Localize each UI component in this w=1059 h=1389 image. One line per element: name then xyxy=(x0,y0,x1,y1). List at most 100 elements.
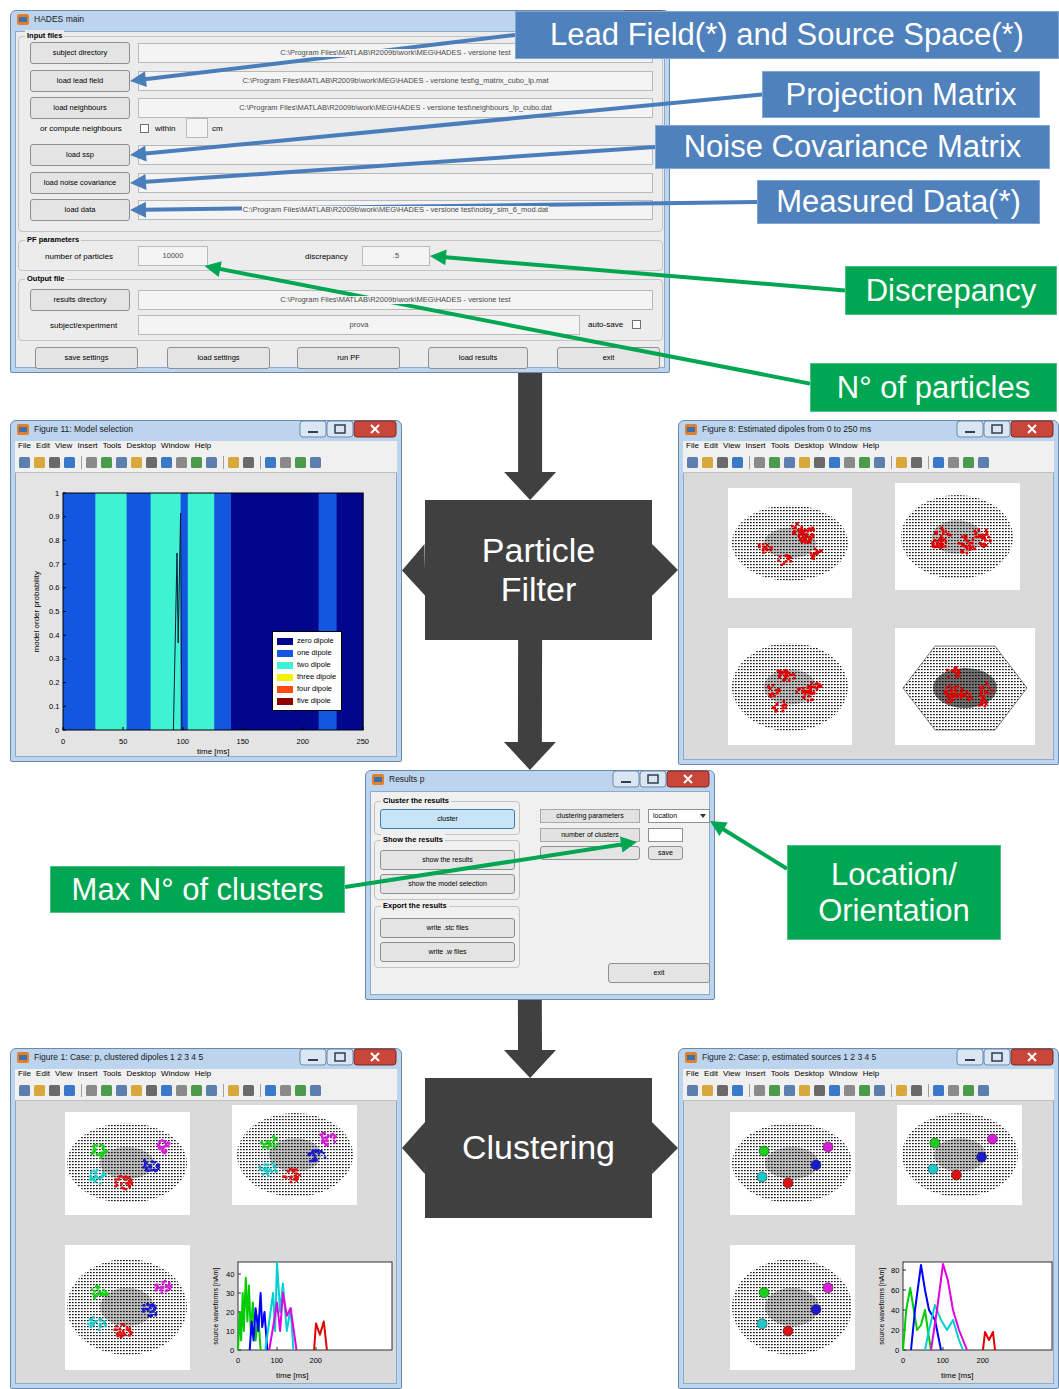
flow-arrow xyxy=(504,640,556,770)
plot-axes xyxy=(63,493,363,730)
dipole-point xyxy=(312,1151,315,1154)
toolbar-separator xyxy=(81,456,82,469)
dipole-point xyxy=(817,551,820,554)
app-icon-detail xyxy=(19,427,27,432)
dipole-point xyxy=(968,693,971,696)
tick-mark xyxy=(183,727,184,730)
dipole-point xyxy=(161,1291,164,1294)
flow-arrow xyxy=(402,544,426,596)
dipole-point xyxy=(961,549,964,552)
grid-depth xyxy=(100,1147,154,1179)
toolbar-icon xyxy=(131,457,142,468)
flow-arrow xyxy=(652,1122,678,1174)
close-button xyxy=(354,421,396,437)
menu-bar: File Edit View Insert Tools Desktop Wind… xyxy=(18,441,211,451)
dipole-point xyxy=(820,685,823,688)
group-heading: Show the results xyxy=(381,834,445,845)
gui-label: discrepancy xyxy=(305,252,348,262)
gui-label: or compute neighbours xyxy=(40,124,122,134)
callout-box: Lead Field(*) and Source Space(*) xyxy=(515,11,1059,59)
dipole-point xyxy=(114,1178,117,1181)
window-title: Figure 2: Case: p, estimated sources 1 2… xyxy=(702,1051,876,1063)
dipole-point xyxy=(104,1324,107,1327)
grid-depth xyxy=(934,1138,986,1172)
probability-band xyxy=(151,493,182,730)
callout-box: Projection Matrix xyxy=(762,71,1040,118)
dipole-point xyxy=(333,1141,336,1144)
gui-button: show the results xyxy=(380,850,515,870)
dipole-point xyxy=(151,1314,154,1317)
dipole-point xyxy=(762,551,765,554)
dipole-point xyxy=(91,1288,94,1291)
dropdown-menu: location xyxy=(648,809,710,823)
process-box: Particle Filter xyxy=(425,500,652,640)
arrow-line xyxy=(443,257,845,290)
dipole-point xyxy=(816,688,819,691)
toolbar-icon xyxy=(206,457,217,468)
dipole-point xyxy=(958,675,961,678)
dipole-point xyxy=(782,704,785,707)
dipole-point xyxy=(266,1168,269,1171)
minimize-button xyxy=(613,771,639,787)
dipole-point xyxy=(804,541,807,544)
toolbar-rule xyxy=(15,1100,397,1101)
dipole-point xyxy=(813,692,816,695)
probability-band xyxy=(127,493,152,730)
dipole-point xyxy=(273,1164,276,1167)
toolbar-icon xyxy=(310,457,321,468)
dipole-point xyxy=(802,687,805,690)
dipole-point xyxy=(154,1284,157,1287)
tick-label: 0.1 xyxy=(49,702,59,711)
dipole-point xyxy=(259,1165,262,1168)
app-window: Figure 11: Model selectionzero dipoleone… xyxy=(10,420,402,762)
dipole-point xyxy=(775,689,778,692)
toolbar-icon xyxy=(161,457,172,468)
window-title: Results p xyxy=(389,773,424,785)
group-heading: Cluster the results xyxy=(381,795,451,806)
grid-depth xyxy=(765,1288,819,1326)
dipole-point xyxy=(961,687,964,690)
source-marker xyxy=(757,1172,767,1182)
toolbar-separator xyxy=(81,1084,82,1097)
dipole-point xyxy=(957,672,960,675)
dipole-point xyxy=(959,694,962,697)
dipole-point xyxy=(780,564,783,567)
text-field xyxy=(648,828,683,842)
dipole-point xyxy=(819,550,822,553)
arrow-line xyxy=(217,268,810,383)
dipole-point xyxy=(982,695,985,698)
chart-legend: zero dipoleone dipoletwo dipolethree dip… xyxy=(272,631,342,711)
dipole-point xyxy=(940,538,943,541)
dipole-point xyxy=(119,1175,122,1178)
legend-swatch xyxy=(277,698,293,705)
dipole-point xyxy=(806,687,809,690)
dipole-point xyxy=(948,696,951,699)
dipole-point xyxy=(326,1140,329,1143)
dipole-point xyxy=(980,543,983,546)
tick-mark xyxy=(303,727,304,730)
dipole-point xyxy=(785,554,788,557)
tick-mark xyxy=(63,658,66,659)
dipole-point xyxy=(334,1136,337,1139)
dipole-point xyxy=(263,1163,266,1166)
toolbar-icon xyxy=(948,1085,959,1096)
dipole-point xyxy=(782,679,785,682)
axes-panel xyxy=(895,483,1020,590)
dipole-point xyxy=(94,1295,97,1298)
toolbar-icon xyxy=(717,457,728,468)
dipole-point xyxy=(945,700,948,703)
dipole-point xyxy=(143,1159,146,1162)
dipole-point xyxy=(103,1149,106,1152)
field-text: C:\Program Files\MATLAB\R2009b\work\MEG\… xyxy=(241,77,549,86)
close-glyph xyxy=(1028,1053,1036,1061)
axes-panel xyxy=(728,488,852,598)
dipole-point xyxy=(965,546,968,549)
legend-swatch xyxy=(277,638,293,645)
dipole-point xyxy=(950,700,953,703)
dipole-point xyxy=(94,1294,97,1297)
toolbar-icon xyxy=(687,457,698,468)
grid-depth xyxy=(764,669,816,704)
callout-text: Max N° of clusters xyxy=(72,872,324,908)
toolbar-icon xyxy=(754,1085,765,1096)
dipole-point xyxy=(947,676,950,679)
